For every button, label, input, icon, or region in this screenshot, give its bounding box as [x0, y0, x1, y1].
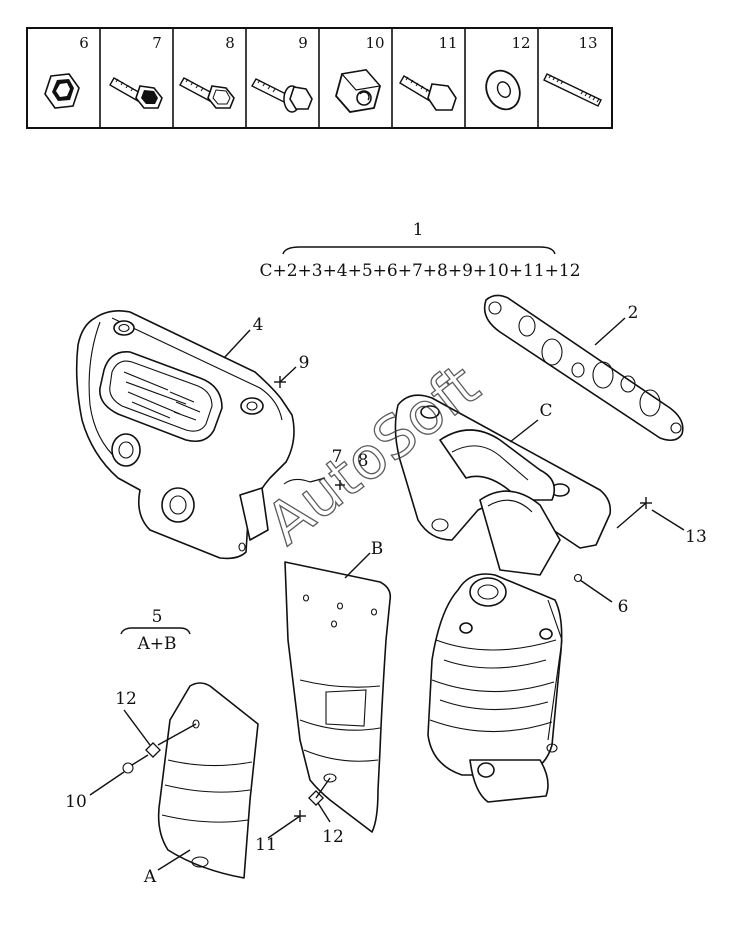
- flange-bolt-icon: [179, 77, 235, 109]
- washer-bolt-icon: [251, 78, 313, 113]
- callout-8: 8: [358, 451, 369, 471]
- washer-left-marker: [145, 742, 161, 758]
- exhaust-manifold-catalyst-part: [394, 394, 612, 803]
- callout-A: A: [143, 867, 157, 887]
- callout-6: 6: [618, 597, 629, 617]
- leader-lines: [89, 317, 685, 871]
- callout-9: 9: [299, 353, 310, 373]
- subassembly-label-5: 5 A+B: [120, 607, 191, 654]
- legend-number-10: 10: [365, 34, 384, 52]
- legend-number-6: 6: [79, 34, 89, 52]
- legend-number-12: 12: [511, 34, 530, 52]
- callout-2: 2: [628, 303, 639, 323]
- callout-12-bottom: 12: [322, 827, 344, 847]
- callout-C: C: [539, 401, 552, 421]
- hex-bolt-icon: [399, 75, 457, 111]
- lower-heat-shield-b-part: [284, 561, 392, 833]
- lower-heat-shield-a-part: [157, 682, 259, 879]
- nut-left-marker: [122, 762, 134, 774]
- callout-12-left: 12: [115, 689, 137, 709]
- legend-number-8: 8: [225, 34, 235, 52]
- assembly-label-1: 1 C+2+3+4+5+6+7+8+9+10+11+12: [259, 220, 580, 281]
- hex-nut-icon: [335, 69, 382, 113]
- callout-B: B: [371, 539, 384, 559]
- callout-7: 7: [332, 447, 343, 467]
- legend-number-11: 11: [438, 34, 457, 52]
- flange-bolt-icon: [109, 77, 163, 109]
- stud-icon: [543, 73, 602, 107]
- nut-6-marker: [573, 573, 583, 583]
- fastener-legend-table: 6 7 8 9 10 11 12 13: [26, 27, 613, 129]
- washer-icon: [485, 69, 521, 111]
- legend-number-9: 9: [298, 34, 308, 52]
- callout-labels: 4 9 2 C 7 8 13 6 B 12 10 11 12 A: [65, 303, 707, 887]
- callout-11: 11: [255, 835, 277, 855]
- flange-nut-icon: [44, 73, 80, 109]
- callout-13: 13: [685, 527, 707, 547]
- bolt-7-marker: [283, 477, 345, 490]
- upper-heat-shield-part: [75, 310, 295, 560]
- subassembly-formula: A+B: [136, 634, 176, 654]
- assembly-number: 1: [413, 220, 424, 240]
- legend-number-7: 7: [152, 34, 162, 52]
- subassembly-number: 5: [152, 607, 163, 627]
- callout-4: 4: [253, 315, 264, 335]
- callout-10: 10: [65, 792, 87, 812]
- legend-number-13: 13: [578, 34, 597, 52]
- assembly-formula: C+2+3+4+5+6+7+8+9+10+11+12: [259, 261, 580, 281]
- exhaust-gasket-part: [483, 294, 684, 442]
